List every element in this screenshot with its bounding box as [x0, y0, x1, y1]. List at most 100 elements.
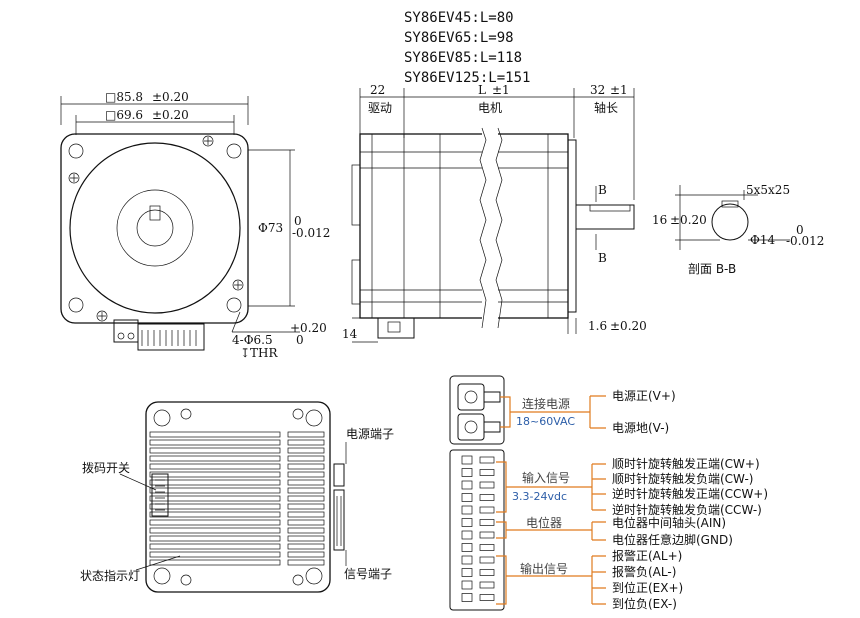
output-group-label: 输出信号 [520, 561, 568, 576]
signal-pin [461, 493, 473, 502]
output-pin-2: 报警负(AL-) [612, 564, 676, 579]
signal-pin [461, 530, 473, 540]
front-view: □85.8 ±0.20 □69.6 ±0.20 [60, 90, 330, 360]
input-pin-4: 逆时针旋转触发负端(CCW-) [612, 502, 762, 517]
signal-pin [461, 580, 473, 590]
power-pin-1: 电源正(V+) [612, 389, 676, 403]
dim-dia: Φ73 [258, 221, 283, 235]
heatsink-fin [149, 503, 281, 510]
signal-pin [461, 455, 473, 465]
heatsink-fin [287, 551, 325, 558]
dim-inner-tol: ±0.20 [152, 108, 189, 122]
signal-pin-latch [479, 494, 495, 501]
heatsink-fin [149, 471, 281, 478]
power-terminal-label: 电源端子 [346, 427, 394, 441]
heatsink-fin [149, 535, 281, 542]
hole-tol-lower: 0 [296, 333, 304, 347]
dim-outer: □85.8 [105, 90, 143, 104]
signal-pin [461, 480, 473, 490]
heatsink-fin [149, 511, 281, 518]
model-4: SY86EV125:L=151 [404, 70, 530, 86]
section-view: 5x5x25 16 ±0.20 Φ14 0 -0.012 剖面 B-B [652, 183, 824, 276]
signal-pin-latch [479, 469, 495, 476]
signal-pin-latch [479, 569, 495, 576]
motor-len-tol: ±1 [492, 83, 510, 97]
signal-pin-latch [479, 519, 495, 526]
signal-pin [461, 568, 473, 577]
heatsink-fin [287, 511, 325, 518]
pot-group-label: 电位器 [526, 515, 562, 530]
heatsink-fin [287, 471, 325, 478]
heatsink-fin [287, 431, 325, 438]
signal-pin [461, 593, 473, 602]
heatsink-fin [149, 559, 281, 566]
drive-label: 驱动 [368, 101, 392, 115]
model-2: SY86EV65:L=98 [404, 30, 514, 46]
heatsink-fin [149, 439, 281, 446]
heatsink-fin [149, 455, 281, 462]
heatsink-fin [287, 559, 325, 566]
motor-label: 电机 [478, 101, 502, 115]
heatsink-fin [149, 463, 281, 470]
signal-pin [461, 518, 473, 527]
heatsink-fin [287, 519, 325, 526]
signal-pin-latch [479, 531, 495, 539]
status-led-label: 状态指示灯 [80, 568, 140, 583]
signal-pin-latch [479, 506, 495, 514]
height-dim: 16 [652, 213, 667, 227]
pot-pin-2: 电位器任意边脚(GND) [612, 532, 733, 547]
signal-pin [461, 543, 473, 552]
dim-flange-tol: ±0.20 [610, 319, 647, 333]
power-group-label: 连接电源 [522, 396, 570, 411]
section-title: 剖面 B-B [688, 262, 736, 276]
thr-label: ↧THR [240, 346, 279, 360]
heatsink-fin [149, 551, 281, 558]
height-tol: ±0.20 [670, 213, 707, 227]
power-pin-2: 电源地(V-) [612, 421, 669, 435]
heatsink-fin [149, 495, 281, 502]
dim-dia-tol-upper: 0 [294, 214, 302, 228]
heatsink-fin [149, 447, 281, 454]
output-pin-3: 到位正(EX+) [612, 580, 683, 595]
heatsink-fin [149, 479, 281, 486]
heatsink-fin [149, 487, 281, 494]
key-dim: 5x5x25 [746, 183, 790, 197]
section-mark-top: B [598, 183, 607, 197]
dim-outer-tol: ±0.20 [152, 90, 189, 104]
shaft-label: 轴长 [594, 100, 618, 115]
signal-pin-latch [479, 581, 495, 589]
heatsink-fin [287, 543, 325, 550]
input-voltage: 3.3-24vdc [512, 490, 567, 503]
model-list: SY86EV45:L=80 SY86EV65:L=98 SY86EV85:L=1… [404, 10, 530, 86]
model-3: SY86EV85:L=118 [404, 50, 522, 66]
motor-len: L [478, 83, 486, 97]
shaft-len-tol: ±1 [610, 83, 628, 97]
hole-dim: 4-Φ6.5 [232, 333, 273, 347]
input-pin-1: 顺时针旋转触发正端(CW+) [612, 456, 760, 471]
heatsink-fin [287, 503, 325, 510]
shaft-len: 32 [590, 83, 605, 97]
side-view: 22 驱动 L ±1 电机 32 ±1 轴长 B B 14 [342, 83, 647, 343]
power-voltage: 18~60VAC [516, 415, 575, 428]
signal-pin-latch [479, 456, 495, 464]
signal-pin [461, 505, 473, 515]
signal-pin-latch [479, 544, 495, 551]
shaft-tol-upper: 0 [796, 223, 804, 237]
output-pin-4: 到位负(EX-) [612, 596, 677, 611]
heatsink-fin [287, 463, 325, 470]
heatsink-fin [287, 487, 325, 494]
signal-pin [461, 468, 473, 477]
heatsink-fin [287, 439, 325, 446]
heatsink-fin [149, 519, 281, 526]
section-mark-bottom: B [598, 251, 607, 265]
signal-pin-latch [479, 594, 495, 601]
heatsink-fin [287, 535, 325, 542]
signal-pin-latch [479, 556, 495, 564]
output-pin-1: 报警正(AL+) [612, 548, 682, 563]
heatsink-fin [149, 527, 281, 534]
dim-inner: □69.6 [105, 108, 143, 122]
dim-dia-tol-lower: -0.012 [292, 226, 330, 240]
shaft-tol-lower: -0.012 [786, 234, 824, 248]
pot-pin-1: 电位器中间轴头(AIN) [612, 515, 726, 530]
